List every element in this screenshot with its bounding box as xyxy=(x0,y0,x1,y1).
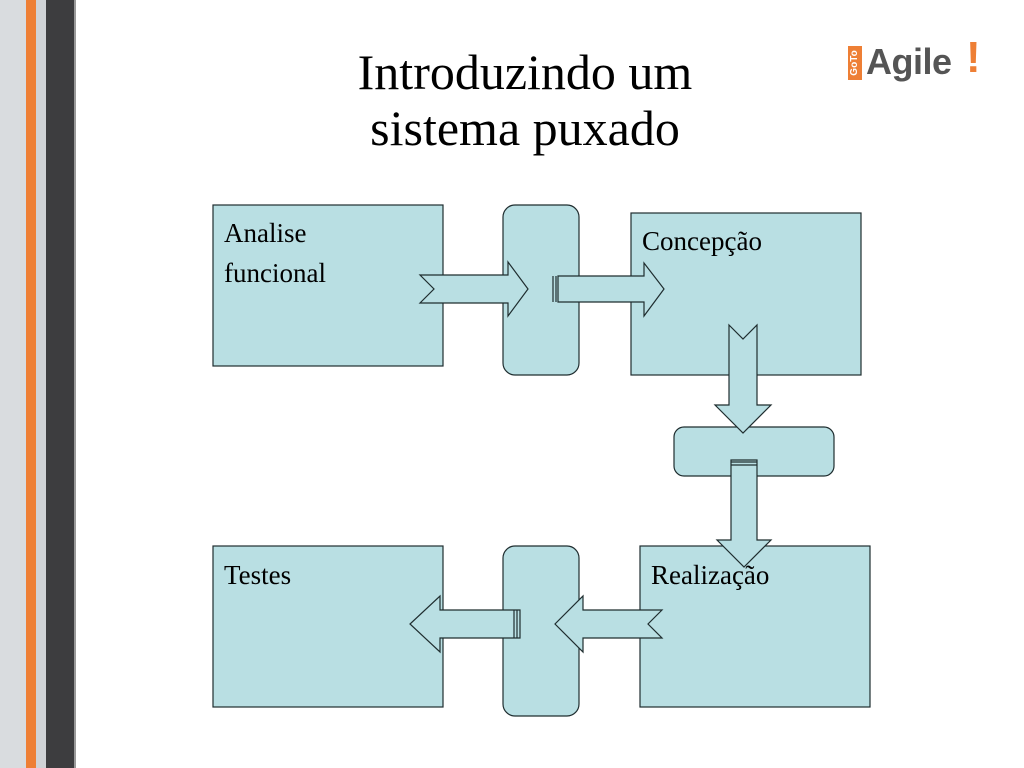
arrow-buffer-to-testes xyxy=(409,594,521,654)
slide-title-line-1: Introduzindo um xyxy=(357,44,693,100)
goto-agile-logo: GoTo Agile ! xyxy=(848,34,988,88)
arrow-buffer-to-realizacao xyxy=(715,459,773,568)
label-analise-line-1: Analise xyxy=(224,218,306,248)
box-testes xyxy=(212,545,444,708)
label-analise-line-2: funcional xyxy=(224,258,326,288)
box-realizacao xyxy=(639,545,871,708)
logo-agile-text: Agile xyxy=(866,41,952,82)
label-testes: Testes xyxy=(224,560,291,590)
left-stripe-dark xyxy=(46,0,74,768)
logo-goto-box xyxy=(848,46,862,80)
slide-title: Introduzindo um sistema puxado xyxy=(255,44,795,156)
label-realizacao: Realização xyxy=(651,560,769,590)
label-concepcao: Concepção xyxy=(642,226,762,256)
arrow-concepcao-to-buffer xyxy=(713,323,773,434)
arrow-analise-to-buffer xyxy=(418,260,529,318)
left-stripe-gray xyxy=(0,0,26,768)
arrow-buffer-to-concepcao xyxy=(557,261,665,318)
left-stripe-lightgray xyxy=(36,0,46,768)
left-stripe-line xyxy=(74,0,76,768)
arrow-realizacao-to-buffer xyxy=(554,594,664,654)
slide-title-line-2: sistema puxado xyxy=(370,100,680,156)
left-stripe-orange xyxy=(26,0,36,768)
logo-exclamation-mark: ! xyxy=(966,33,981,82)
